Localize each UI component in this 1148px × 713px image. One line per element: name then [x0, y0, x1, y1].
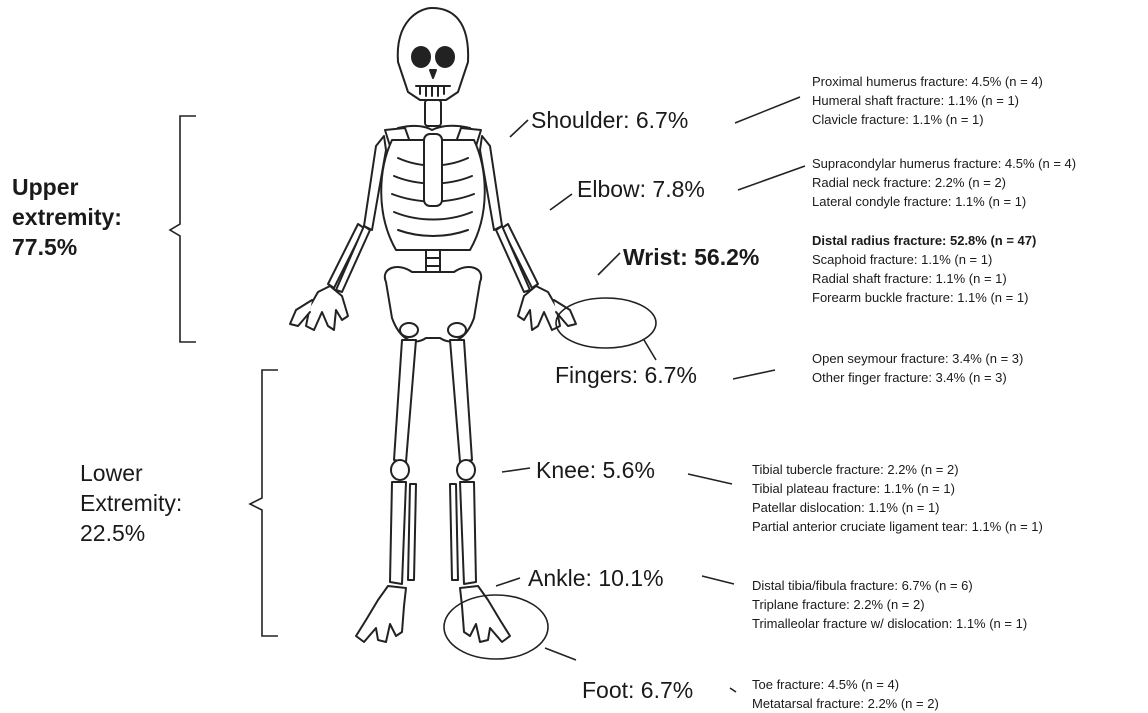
- detail-line: Distal tibia/fibula fracture: 6.7% (n = …: [752, 576, 1102, 595]
- foot-pointer-line: [545, 648, 576, 660]
- upper-extremity-bracket: [170, 116, 196, 342]
- detail-line: Supracondylar humerus fracture: 4.5% (n …: [812, 154, 1076, 173]
- detail-line: Open seymour fracture: 3.4% (n = 3): [812, 349, 1023, 368]
- detail-line: Clavicle fracture: 1.1% (n = 1): [812, 110, 1043, 129]
- shoulder-detail-line: [735, 97, 800, 123]
- lower-extremity-label: Lower Extremity: 22.5%: [80, 458, 230, 548]
- lower-extremity-bracket: [250, 370, 278, 636]
- shoulder-label: Shoulder: 6.7%: [531, 107, 688, 134]
- detail-line: Radial neck fracture: 2.2% (n = 2): [812, 173, 1076, 192]
- lower-label-line-3: 22.5%: [80, 518, 230, 548]
- detail-line: Patellar dislocation: 1.1% (n = 1): [752, 498, 1102, 517]
- lower-label-line-2: Extremity:: [80, 488, 230, 518]
- foot-detail-list: Toe fracture: 4.5% (n = 4) Metatarsal fr…: [752, 675, 939, 713]
- lower-label-line-1: Lower: [80, 458, 230, 488]
- detail-line: Other finger fracture: 3.4% (n = 3): [812, 368, 1023, 387]
- detail-line: Tibial tubercle fracture: 2.2% (n = 2): [752, 460, 1102, 479]
- detail-line: Tibial plateau fracture: 1.1% (n = 1): [752, 479, 1102, 498]
- detail-line: Radial shaft fracture: 1.1% (n = 1): [812, 269, 1036, 288]
- detail-line: Scaphoid fracture: 1.1% (n = 1): [812, 250, 1036, 269]
- elbow-pointer-line: [550, 194, 572, 210]
- shoulder-pointer-line: [510, 120, 528, 137]
- detail-line: Humeral shaft fracture: 1.1% (n = 1): [812, 91, 1043, 110]
- detail-line: Forearm buckle fracture: 1.1% (n = 1): [812, 288, 1036, 307]
- detail-line: Triplane fracture: 2.2% (n = 2): [752, 595, 1102, 614]
- wrist-detail-list: Distal radius fracture: 52.8% (n = 47) S…: [812, 231, 1036, 307]
- detail-line: Proximal humerus fracture: 4.5% (n = 4): [812, 72, 1043, 91]
- wrist-label: Wrist: 56.2%: [623, 244, 759, 271]
- knee-pointer-line: [502, 468, 530, 472]
- fingers-label: Fingers: 6.7%: [555, 362, 697, 389]
- shoulder-detail-list: Proximal humerus fracture: 4.5% (n = 4) …: [812, 72, 1043, 129]
- fingers-detail-list: Open seymour fracture: 3.4% (n = 3) Othe…: [812, 349, 1023, 387]
- ankle-pointer-line: [496, 578, 520, 586]
- elbow-label: Elbow: 7.8%: [577, 176, 705, 203]
- detail-line: Lateral condyle fracture: 1.1% (n = 1): [812, 192, 1076, 211]
- upper-label-line-2: extremity:: [12, 202, 162, 232]
- knee-detail-list: Tibial tubercle fracture: 2.2% (n = 2) T…: [752, 460, 1102, 536]
- knee-label: Knee: 5.6%: [536, 457, 655, 484]
- detail-line: Toe fracture: 4.5% (n = 4): [752, 675, 939, 694]
- knee-detail-line: [688, 474, 732, 484]
- upper-extremity-label: Upper extremity: 77.5%: [12, 172, 162, 262]
- ankle-detail-line: [702, 576, 734, 584]
- ankle-detail-list: Distal tibia/fibula fracture: 6.7% (n = …: [752, 576, 1102, 633]
- foot-label: Foot: 6.7%: [582, 677, 693, 704]
- ankle-label: Ankle: 10.1%: [528, 565, 664, 592]
- detail-line: Partial anterior cruciate ligament tear:…: [752, 517, 1102, 536]
- upper-label-line-3: 77.5%: [12, 232, 162, 262]
- detail-line: Metatarsal fracture: 2.2% (n = 2): [752, 694, 939, 713]
- elbow-detail-list: Supracondylar humerus fracture: 4.5% (n …: [812, 154, 1076, 211]
- fingers-pointer-line: [644, 340, 656, 360]
- detail-line-highlight: Distal radius fracture: 52.8% (n = 47): [812, 231, 1036, 250]
- fingers-detail-line: [733, 370, 775, 379]
- elbow-detail-line: [738, 166, 805, 190]
- upper-label-line-1: Upper: [12, 172, 162, 202]
- wrist-pointer-line: [598, 253, 620, 275]
- detail-line: Trimalleolar fracture w/ dislocation: 1.…: [752, 614, 1102, 633]
- foot-detail-line: [730, 688, 736, 692]
